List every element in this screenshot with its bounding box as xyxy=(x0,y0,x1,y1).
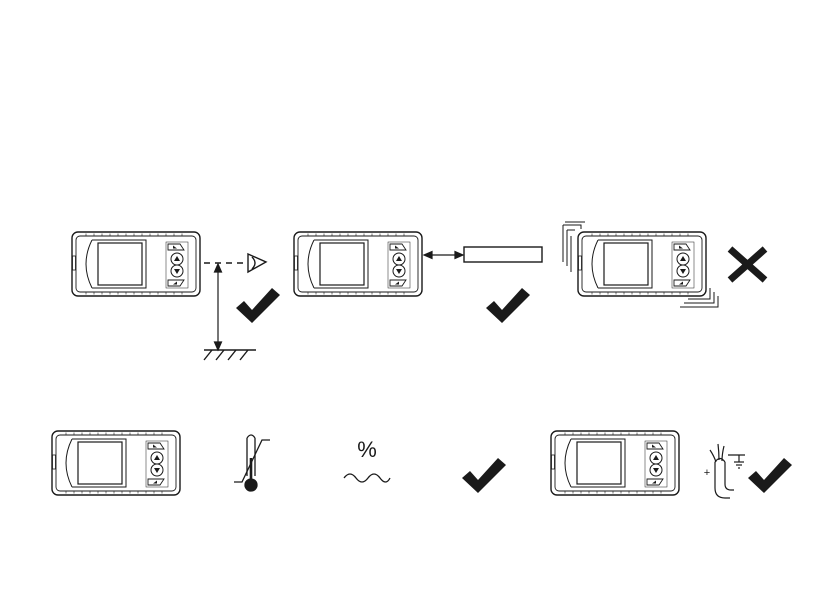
height-arrow xyxy=(215,264,222,350)
vibrating-display-unit-icon xyxy=(563,222,718,307)
shielded-cable-icon: + xyxy=(704,444,745,498)
percent-glyph: % xyxy=(357,437,377,462)
display-unit-icon xyxy=(72,232,200,296)
plus-glyph: + xyxy=(704,467,710,479)
check-mark-icon xyxy=(236,288,280,323)
panel-spacer-icon xyxy=(464,247,542,262)
eye-icon xyxy=(248,254,266,272)
ground-icon xyxy=(204,350,256,360)
display-unit-icon xyxy=(52,431,180,495)
cross-mark-icon xyxy=(730,249,765,280)
check-mark-icon xyxy=(748,458,792,493)
humidity-icon: % xyxy=(344,437,390,482)
display-unit-icon xyxy=(294,232,422,296)
display-unit-icon xyxy=(551,431,679,495)
check-mark-icon xyxy=(486,288,530,323)
clearance-arrow xyxy=(424,252,463,259)
thermometer-icon xyxy=(234,435,270,491)
check-mark-icon xyxy=(462,458,506,493)
